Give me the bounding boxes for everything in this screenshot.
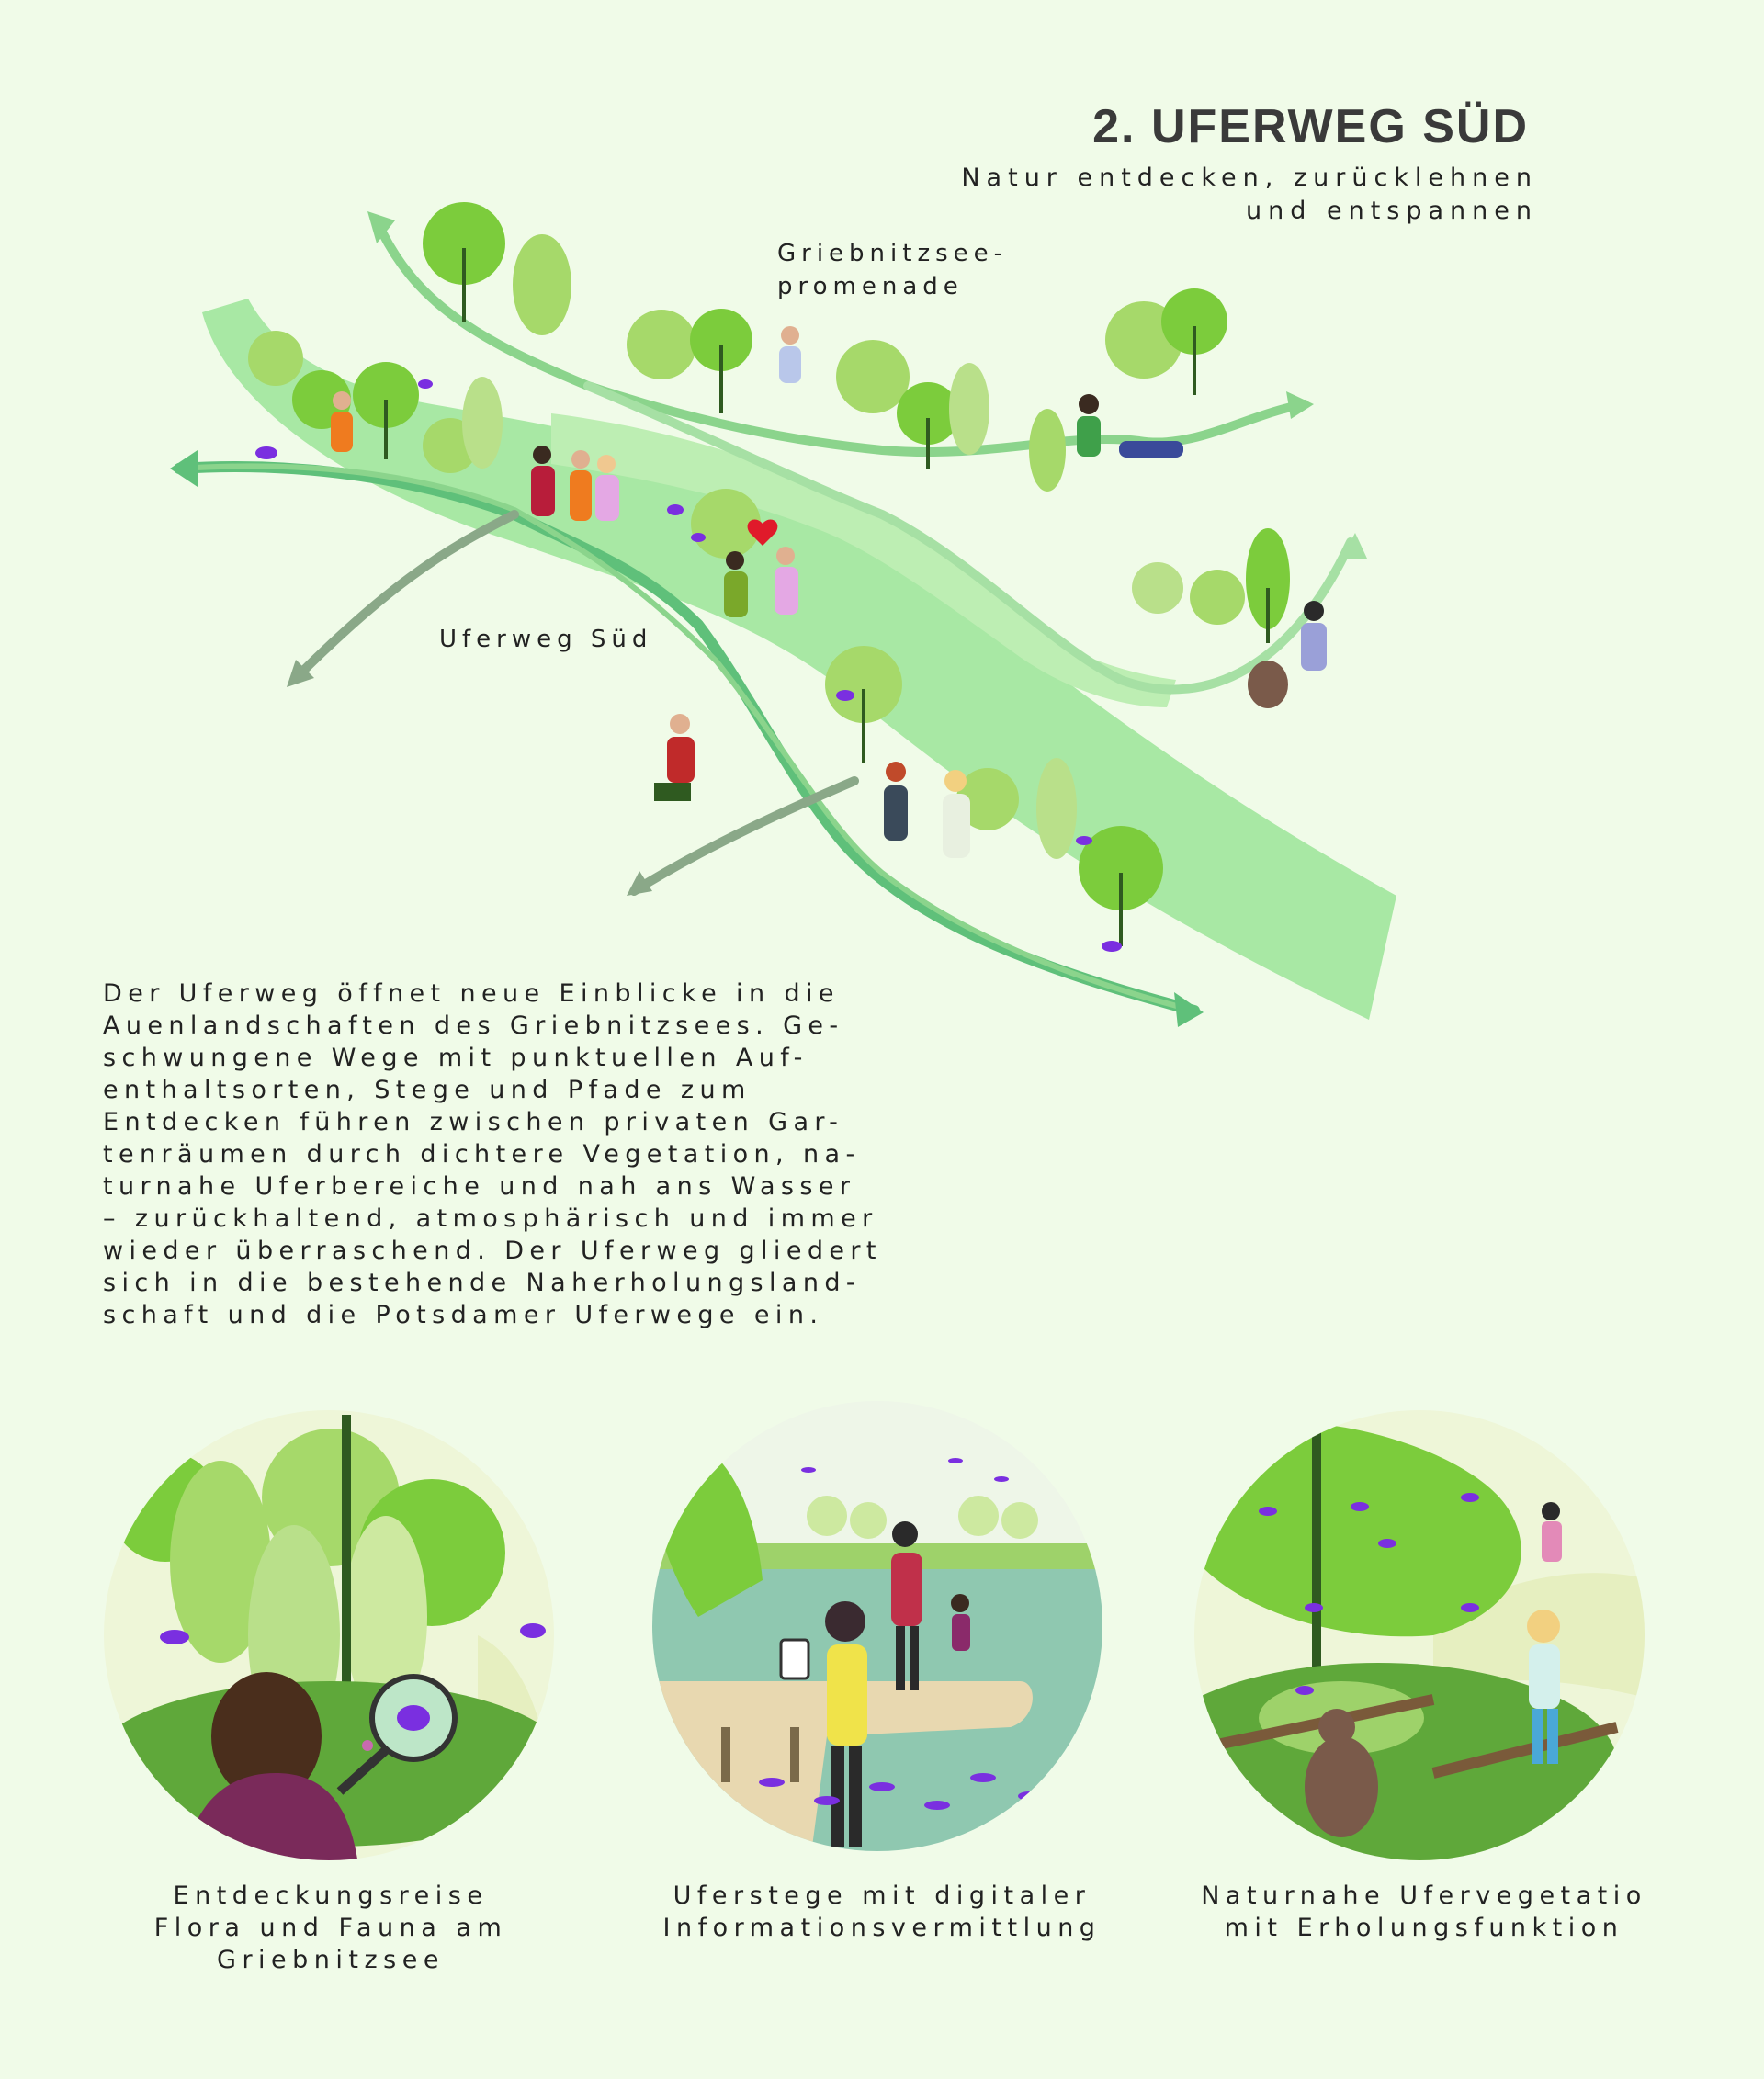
page-subtitle: Natur entdecken, zurücklehnen und entspa… — [961, 162, 1538, 228]
description-line: tenräumen durch dichtere Vegetation, na- — [103, 1140, 861, 1169]
description-line: schwungene Wege mit punktuellen Auf- — [103, 1044, 808, 1072]
heart-icon — [747, 519, 778, 546]
water-branch — [551, 413, 1176, 707]
page-title: 2. UFERWEG SÜD — [1092, 100, 1529, 153]
caption-line: Entdeckungsreise — [173, 1881, 489, 1910]
vignette-discovery — [104, 1410, 554, 1860]
tree-group-right — [1132, 528, 1290, 629]
description-line: enthaltsorten, Stege und Pfade zum — [103, 1076, 752, 1104]
path-arrowheads — [170, 211, 1367, 1027]
wildlife-accents — [255, 379, 1122, 952]
description-line: wieder überraschend. Der Uferweg glieder… — [103, 1237, 882, 1265]
tree-trunks — [384, 248, 1270, 946]
description-line: sich in die bestehende Naherholungsland- — [103, 1269, 862, 1297]
description-text: Der Uferweg öffnet neue Einblicke in die… — [103, 977, 930, 1331]
tree-group-center — [691, 489, 1163, 910]
promenade-label: Griebnitzsee- promenade — [777, 237, 1008, 303]
promenade-label-line-2: promenade — [777, 273, 964, 300]
description-line: schaft und die Potsdamer Uferwege ein. — [103, 1301, 824, 1329]
description-line: turnahe Uferbereiche und nah ans Wasser — [103, 1172, 856, 1201]
description-line: – zurückhaltend, atmosphärisch und immer — [103, 1204, 878, 1233]
subtitle-line-2: und entspannen — [1246, 197, 1538, 225]
vignette-caption-jetty: Uferstege mit digitaler Informationsverm… — [634, 1880, 1130, 1944]
vignette-caption-discovery: Entdeckungsreise Flora und Fauna am Grie… — [101, 1880, 560, 1976]
vignette-jetty — [652, 1401, 1102, 1851]
description-line: Auenlandschaften des Griebnitzsees. Ge- — [103, 1011, 844, 1040]
vignette-caption-shore: Naturnahe Ufervegetatio mit Erholungsfun… — [1185, 1880, 1663, 1944]
caption-line: Flora und Fauna am — [153, 1914, 508, 1942]
tree-group-upper-middle — [627, 288, 1227, 492]
caption-line: Uferstege mit digitaler — [673, 1881, 1091, 1910]
caption-line: Griebnitzsee — [217, 1946, 445, 1974]
caption-line: Informationsvermittlung — [662, 1914, 1102, 1942]
caption-line: mit Erholungsfunktion — [1224, 1914, 1624, 1942]
description-line: Entdecken führen zwischen privaten Gar- — [103, 1108, 844, 1136]
uferweg-label: Uferweg Süd — [439, 626, 653, 653]
people-figures — [331, 326, 1327, 858]
caption-line: Naturnahe Ufervegetatio — [1201, 1881, 1647, 1910]
subtitle-line-1: Natur entdecken, zurücklehnen — [961, 164, 1538, 192]
description-line: Der Uferweg öffnet neue Einblicke in die — [103, 979, 840, 1008]
vignette-shore — [1194, 1410, 1645, 1860]
promenade-label-line-1: Griebnitzsee- — [777, 240, 1009, 267]
